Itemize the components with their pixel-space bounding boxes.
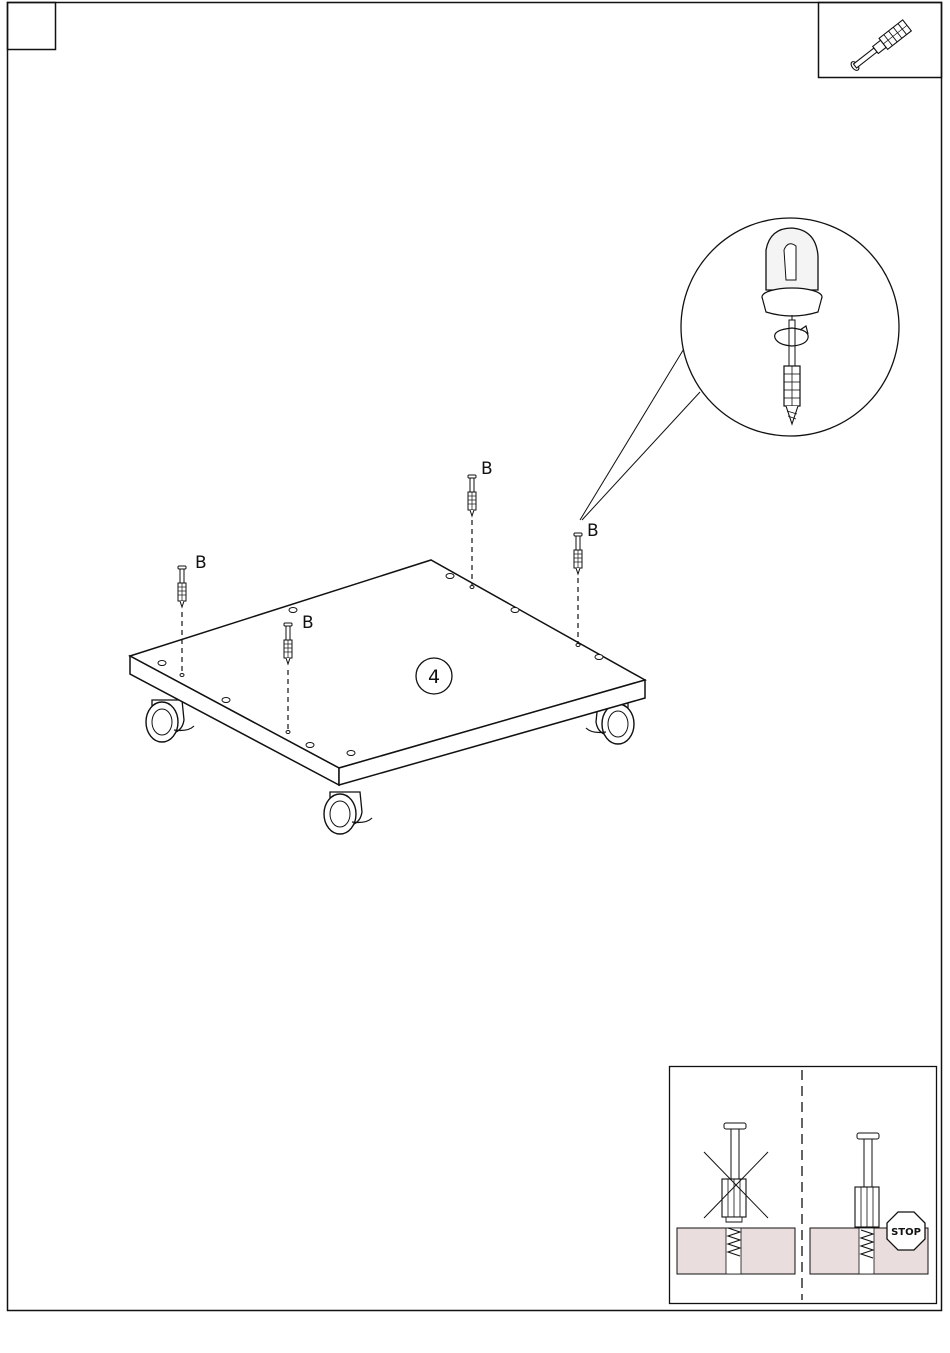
part-label-b-1: B (195, 553, 207, 573)
screw-turn-detail-icon (580, 218, 899, 520)
bolt-b-4 (574, 533, 582, 574)
correct-incorrect-fastening-icon (670, 1067, 937, 1304)
bolt-b-1 (178, 566, 186, 607)
part-label-b-2: B (302, 613, 314, 633)
bolt-b-3 (468, 475, 476, 516)
part-label-b-3: B (481, 459, 493, 479)
dowel-screw-icon (819, 3, 942, 78)
part-label-b-4: B (587, 521, 599, 541)
stop-sign-text: STOP (891, 1227, 921, 1238)
step-number-box (8, 3, 56, 50)
caster-board (130, 560, 645, 834)
step-number: 4 (428, 666, 440, 688)
